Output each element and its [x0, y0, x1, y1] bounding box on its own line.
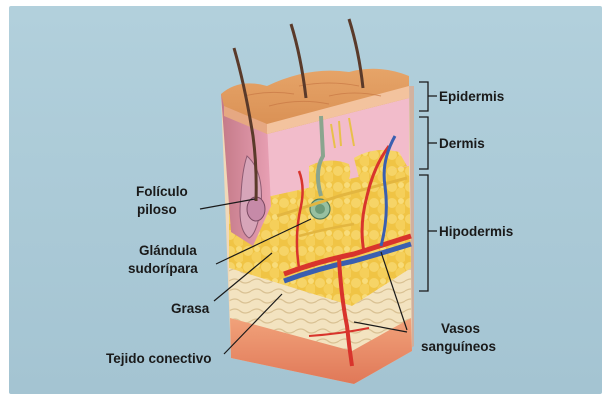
label-tejido: Tejido conectivo — [106, 351, 212, 366]
label-dermis: Dermis — [439, 136, 485, 151]
label-glandula-line1: Glándula — [139, 243, 197, 258]
label-foliculo-line2: piloso — [137, 202, 177, 217]
skin-diagram-panel: Epidermis Dermis Hipodermis Folículo pil… — [9, 6, 602, 394]
label-epidermis: Epidermis — [439, 89, 504, 104]
skin-cross-section-diagram: Epidermis Dermis Hipodermis Folículo pil… — [9, 6, 602, 394]
label-vasos-line2: sanguíneos — [421, 339, 496, 354]
label-grasa: Grasa — [171, 301, 210, 316]
label-foliculo-line1: Folículo — [136, 184, 188, 199]
label-glandula-line2: sudorípara — [128, 261, 198, 276]
label-hipodermis: Hipodermis — [439, 224, 513, 239]
label-vasos-line1: Vasos — [441, 321, 480, 336]
